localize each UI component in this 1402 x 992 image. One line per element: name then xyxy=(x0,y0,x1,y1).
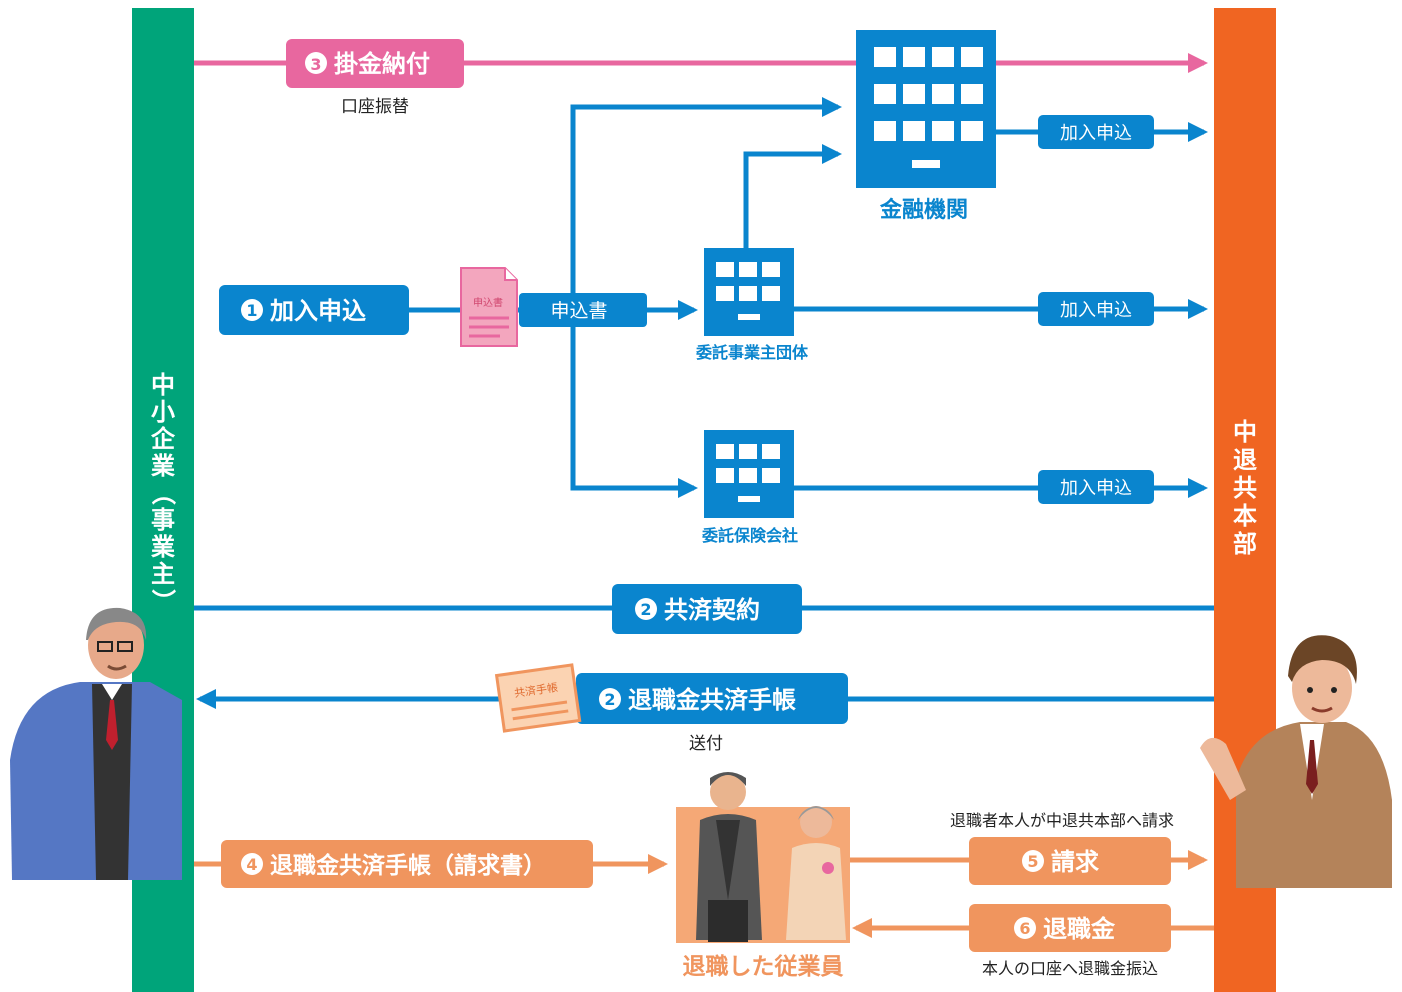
itaku-jigyo-label: 委託事業主団体 xyxy=(695,343,809,362)
svg-text:事: 事 xyxy=(151,506,175,534)
seikyu-box xyxy=(969,837,1171,885)
num-5: 5 xyxy=(1027,852,1038,871)
passbook-card-icon xyxy=(494,663,582,733)
num-3: 3 xyxy=(310,55,321,74)
employee-label: 退職した従業員 xyxy=(683,953,844,980)
svg-text:中: 中 xyxy=(151,371,175,399)
num-4: 4 xyxy=(246,855,257,874)
taishokukin-box xyxy=(969,904,1171,952)
num-2b-circle xyxy=(599,688,621,710)
kanyu-small-box xyxy=(1038,470,1154,504)
num-6: 6 xyxy=(1019,919,1030,938)
svg-text:中: 中 xyxy=(1233,418,1257,446)
moushikomisho-box xyxy=(519,293,647,327)
kanyu-small-box xyxy=(1038,292,1154,326)
techo-note: 送付 xyxy=(689,734,723,754)
svg-text:主: 主 xyxy=(151,560,175,588)
bank-building-icon xyxy=(856,30,996,188)
kanyu-small-label: 加入申込 xyxy=(1060,300,1132,321)
num-1: 1 xyxy=(246,301,257,320)
kanyu-label: 加入申込 xyxy=(270,297,366,325)
num-6-circle xyxy=(1014,917,1036,939)
svg-text:部: 部 xyxy=(1233,530,1257,558)
num-2: 2 xyxy=(640,600,651,619)
svg-text:業: 業 xyxy=(151,533,175,561)
svg-text:企: 企 xyxy=(151,425,176,453)
businessman-icon xyxy=(10,607,182,880)
seikyu-note: 退職者本人が中退共本部へ請求 xyxy=(950,811,1174,830)
num-1-circle xyxy=(241,299,263,321)
techo-label: 退職金共済手帳 xyxy=(628,686,796,714)
num-5-circle xyxy=(1022,850,1044,872)
bank-label: 金融機関 xyxy=(879,197,968,223)
taishokukin-label: 退職金 xyxy=(1043,915,1116,943)
moushikomisho-label: 申込書 xyxy=(550,300,607,322)
svg-text:小: 小 xyxy=(151,398,175,426)
document-icon-text: 申込書 xyxy=(473,296,503,309)
svg-text:共: 共 xyxy=(1233,474,1257,502)
kanyu-box xyxy=(219,285,409,335)
svg-text:業: 業 xyxy=(151,452,175,480)
kakekin-note: 口座振替 xyxy=(341,97,409,117)
kakekin-box xyxy=(286,39,464,88)
passbook-card-text: 共済手帳 xyxy=(513,680,559,700)
office-building-icon xyxy=(704,430,794,518)
seikyusho-label: 退職金共済手帳（請求書） xyxy=(270,852,546,879)
kanyu-small-label: 加入申込 xyxy=(1060,478,1132,499)
num-3-circle xyxy=(305,52,327,74)
svg-text:本: 本 xyxy=(1233,502,1257,530)
techo-box xyxy=(576,673,848,724)
document-icon xyxy=(460,267,518,347)
keiyaku-box xyxy=(612,584,802,634)
num-2b: 2 xyxy=(604,690,615,709)
kanyu-small-label: 加入申込 xyxy=(1060,123,1132,144)
staff-man-icon xyxy=(1200,635,1392,888)
seikyusho-box xyxy=(221,840,593,888)
taishokukin-note: 本人の口座へ退職金振込 xyxy=(982,959,1158,978)
num-2-circle xyxy=(635,598,657,620)
seikyu-label: 請求 xyxy=(1051,848,1099,876)
svg-text:退: 退 xyxy=(1233,446,1257,474)
office-building-icon xyxy=(704,248,794,336)
svg-text:（: （ xyxy=(149,481,177,505)
itaku-hoken-label: 委託保険会社 xyxy=(701,526,798,545)
kakekin-label: 掛金納付 xyxy=(334,50,430,78)
kanyu-small-box xyxy=(1038,115,1154,149)
retired-couple-icon xyxy=(676,772,850,943)
left-bar-label: 中 小 企 業 （ 事 業 主 ） xyxy=(149,371,177,613)
right-bar-label: 中 退 共 本 部 xyxy=(1233,418,1257,558)
num-4-circle xyxy=(241,853,263,875)
keiyaku-label: 共済契約 xyxy=(664,596,760,624)
svg-text:）: ） xyxy=(149,589,177,613)
